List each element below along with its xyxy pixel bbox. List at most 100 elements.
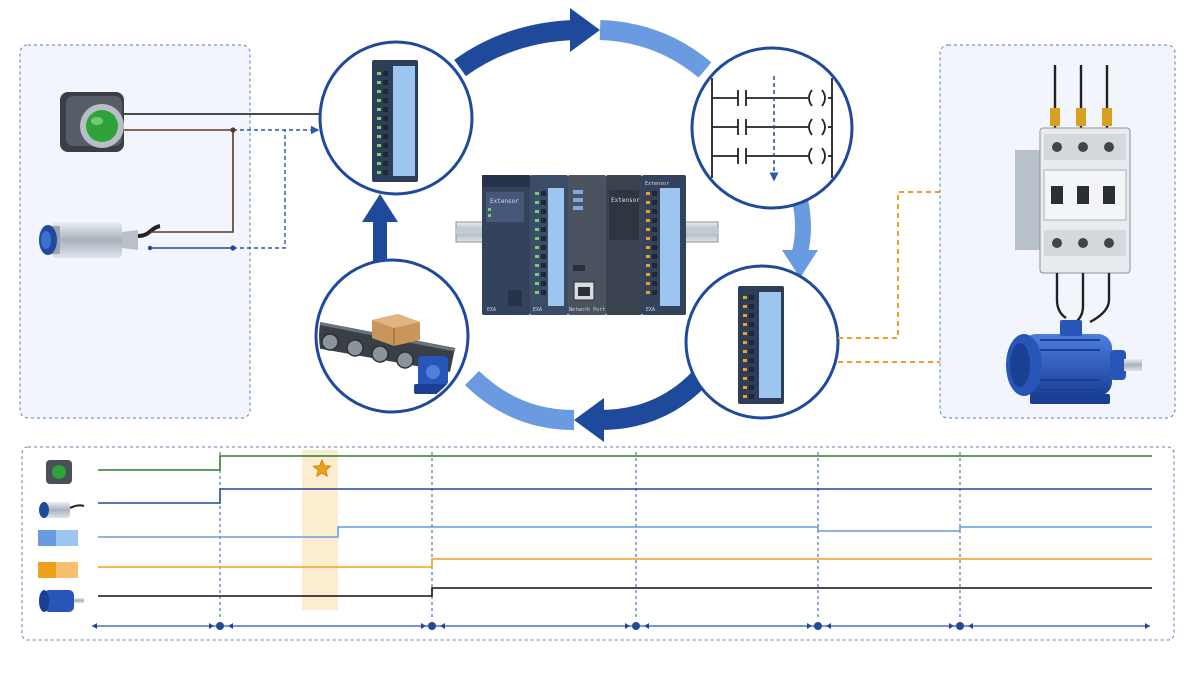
plc-footer-label: Network Port — [569, 307, 605, 313]
scan-cycle-arrows — [362, 8, 818, 442]
output-led — [743, 359, 747, 362]
timing-trace-proximity-sensor — [98, 488, 1152, 504]
time-axis-marker — [956, 622, 964, 630]
input-devices-panel — [19, 44, 320, 419]
output-led — [646, 255, 650, 258]
timing-row-icon-pushbutton — [46, 460, 72, 484]
terminal-screw — [652, 236, 657, 241]
output-led — [646, 192, 650, 195]
terminal-screw — [652, 254, 657, 259]
timing-row-icon-output-image — [38, 562, 78, 578]
terminal-screw — [541, 236, 546, 241]
input-led — [535, 210, 539, 213]
terminal-screw — [749, 331, 754, 336]
input-led — [377, 171, 381, 174]
terminal-screw — [541, 263, 546, 268]
terminal-screw — [383, 125, 388, 130]
proximity-sensor-icon — [39, 222, 161, 258]
output-led — [743, 332, 747, 335]
input-led — [377, 162, 381, 165]
input-module-icon — [318, 40, 474, 196]
input-led — [377, 90, 381, 93]
terminal-screw — [541, 218, 546, 223]
timing-trace-input-image — [98, 526, 1152, 538]
terminal-screw — [383, 161, 388, 166]
terminal-screw — [749, 349, 754, 354]
terminal-screw — [749, 367, 754, 372]
plc-footer-label: EXA — [487, 307, 496, 313]
timing-row-icon-input-image — [38, 530, 78, 546]
time-axis-marker — [632, 622, 640, 630]
time-axis-arrowhead — [644, 623, 649, 629]
terminal-screw — [541, 200, 546, 205]
plc-output-module: Extensor EXA — [642, 175, 686, 315]
terminal-screw — [541, 209, 546, 214]
terminal-screw — [749, 340, 754, 345]
output-led — [646, 282, 650, 285]
time-axis-arrowhead — [1145, 623, 1150, 629]
time-axis-arrowhead — [209, 623, 214, 629]
time-axis-arrowhead — [807, 623, 812, 629]
terminal-screw — [383, 143, 388, 148]
output-led — [646, 264, 650, 267]
input-led — [377, 135, 381, 138]
input-wiring — [124, 113, 320, 251]
terminal-screw — [652, 272, 657, 277]
output-led — [743, 296, 747, 299]
plc-network-module: Network Port — [568, 175, 606, 315]
output-led — [646, 237, 650, 240]
time-axis-arrowhead — [421, 623, 426, 629]
time-axis-arrowhead — [968, 623, 973, 629]
plc-cpu-module: Extensor EXA — [482, 175, 530, 315]
time-axis-marker — [216, 622, 224, 630]
output-led — [743, 323, 747, 326]
terminal-screw — [383, 80, 388, 85]
plc-input-module: EXA — [530, 175, 568, 315]
output-led — [646, 246, 650, 249]
time-axis-arrowhead — [228, 623, 233, 629]
input-led — [377, 144, 381, 147]
output-devices-panel — [939, 44, 1176, 419]
time-axis-marker — [814, 622, 822, 630]
time-axis — [92, 622, 1150, 630]
terminal-screw — [383, 98, 388, 103]
timing-trace-output-image — [98, 558, 1152, 568]
terminal-screw — [652, 200, 657, 205]
output-led — [743, 368, 747, 371]
terminal-screw — [652, 263, 657, 268]
plc-footer-label: EXA — [533, 307, 542, 313]
time-axis-marker — [428, 622, 436, 630]
terminal-screw — [749, 322, 754, 327]
timing-trace-motor — [98, 587, 1152, 597]
terminal-screw — [383, 134, 388, 139]
output-led — [646, 219, 650, 222]
terminal-screw — [541, 254, 546, 259]
output-led — [743, 305, 747, 308]
terminal-screw — [383, 170, 388, 175]
plc-module-label: Extensor — [611, 197, 640, 204]
input-led — [377, 99, 381, 102]
output-led — [646, 273, 650, 276]
terminal-screw — [541, 272, 546, 277]
timing-row-icon-sensor — [39, 502, 85, 518]
terminal-screw — [383, 116, 388, 121]
input-led — [377, 72, 381, 75]
input-led — [535, 282, 539, 285]
input-led — [377, 117, 381, 120]
input-led — [535, 255, 539, 258]
input-led — [535, 228, 539, 231]
terminal-screw — [749, 304, 754, 309]
plc-comms-module: Extensor — [606, 175, 642, 315]
ladder-logic-icon — [690, 46, 854, 210]
time-axis-arrowhead — [440, 623, 445, 629]
output-led — [743, 386, 747, 389]
terminal-screw — [541, 281, 546, 286]
terminal-screw — [652, 290, 657, 295]
terminal-screw — [749, 385, 754, 390]
terminal-screw — [541, 290, 546, 295]
output-led — [743, 395, 747, 398]
input-led — [535, 273, 539, 276]
timing-diagram-panel — [21, 446, 1175, 641]
output-led — [646, 228, 650, 231]
